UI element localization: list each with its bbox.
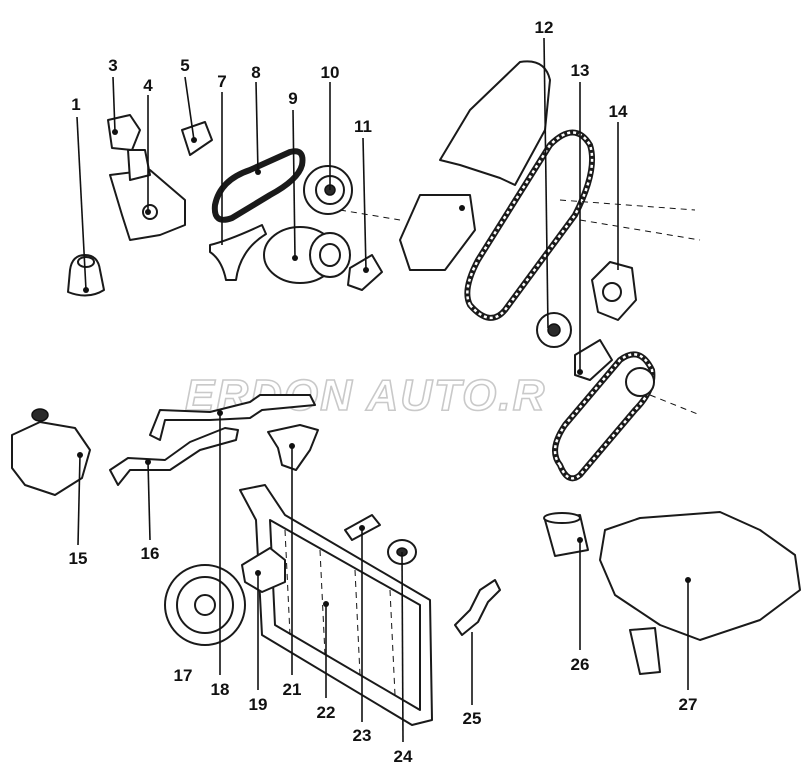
part-27-engine-block (599, 511, 801, 675)
callout-17: 17 (174, 666, 193, 685)
callout-21: 21 (283, 680, 302, 699)
callout-15: 15 (69, 549, 88, 568)
part-5-small-mount (181, 121, 213, 156)
callout-labels: 1 3 4 5 7 8 9 10 11 12 13 14 15 16 17 18… (69, 18, 698, 766)
callout-9: 9 (288, 89, 297, 108)
callout-26: 26 (571, 655, 590, 674)
part-15-expansion-tank (11, 408, 91, 496)
callout-4: 4 (143, 76, 153, 95)
part-23-sensor (344, 514, 381, 541)
part-22-radiator (239, 484, 433, 726)
part-13-timing-chain (552, 339, 656, 482)
callout-8: 8 (251, 63, 260, 82)
part-crank-sprocket (536, 312, 572, 348)
guide-lines (339, 199, 701, 416)
callout-11: 11 (354, 117, 372, 136)
callout-25: 25 (463, 709, 482, 728)
callout-19: 19 (249, 695, 268, 714)
part-17-cooling-fan (164, 564, 246, 646)
part-7-bracket (209, 224, 267, 281)
callout-1: 1 (71, 95, 80, 114)
part-19-fan-motor (241, 547, 286, 593)
callout-23: 23 (353, 726, 372, 745)
part-12-timing-cover (399, 60, 551, 271)
leader-lines (76, 37, 689, 743)
callout-5: 5 (180, 56, 189, 75)
callout-10: 10 (321, 63, 340, 82)
part-14-oil-pump (591, 261, 637, 321)
part-26-oil-filter (543, 512, 589, 557)
part-8-accessory-belt (211, 148, 306, 223)
callout-16: 16 (141, 544, 160, 563)
callout-7: 7 (217, 72, 226, 91)
callout-27: 27 (679, 695, 698, 714)
part-9-alternator (263, 226, 351, 284)
callout-18: 18 (211, 680, 230, 699)
callout-3: 3 (108, 56, 117, 75)
callout-12: 12 (535, 18, 554, 37)
callout-14: 14 (609, 102, 628, 121)
callout-22: 22 (317, 703, 336, 722)
callout-24: 24 (394, 747, 413, 766)
part-13-timing-belt (464, 129, 596, 321)
part-21-thermostat-housing (267, 424, 319, 471)
part-16-18-coolant-hoses (109, 394, 316, 486)
part-10-pulley (303, 165, 353, 215)
callout-13: 13 (571, 61, 590, 80)
part-25-bracket (454, 579, 501, 636)
part-3-4-mount-bracket (107, 114, 186, 241)
